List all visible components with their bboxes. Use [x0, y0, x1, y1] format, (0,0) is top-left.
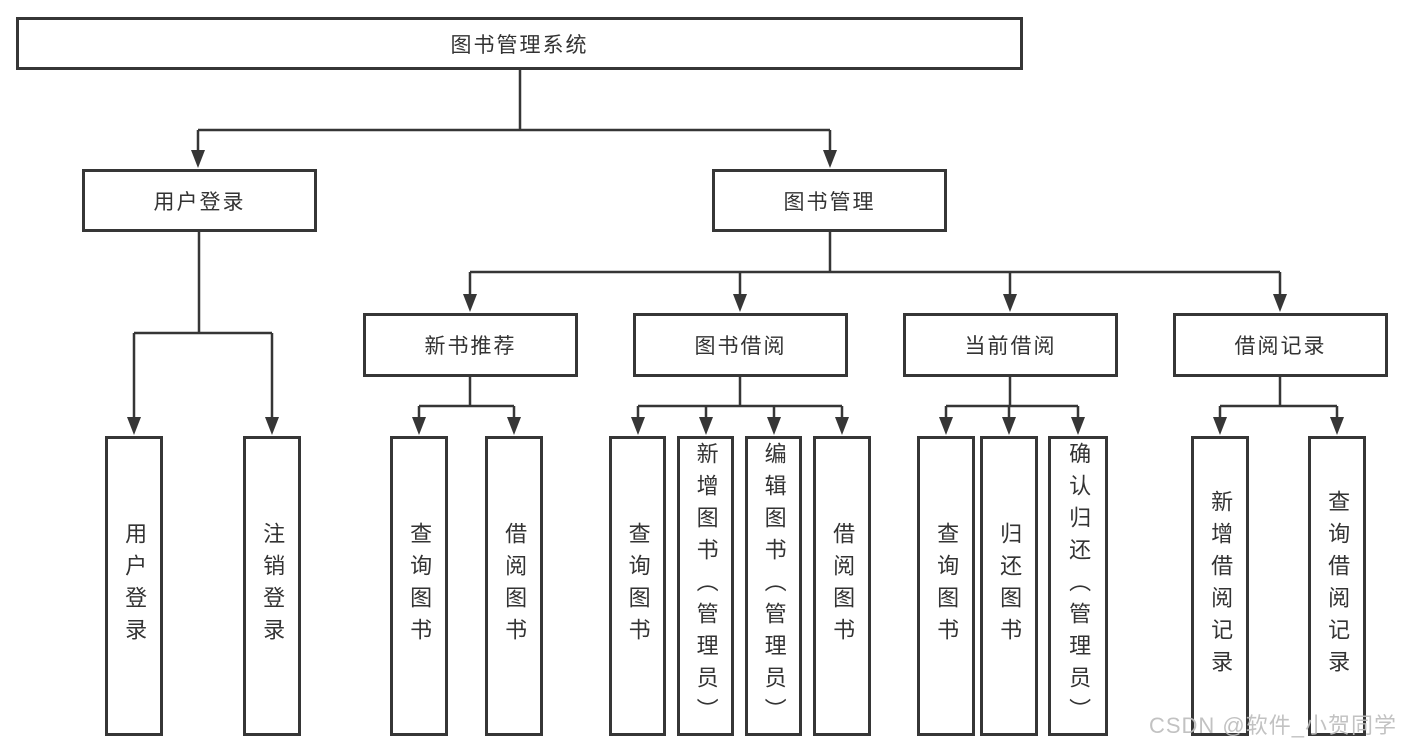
- arrow-icon: [699, 417, 713, 435]
- arrow-icon: [1003, 294, 1017, 312]
- leaf-query-borrow-record: 查询借阅记录: [1308, 436, 1366, 736]
- leaf-logout-label: 注销登录: [260, 522, 286, 650]
- arrow-icon: [1273, 294, 1287, 312]
- leaf-add-book-admin: 新增图书（管理员）: [677, 436, 734, 736]
- leaf-recommend-borrow-books: 借阅图书: [485, 436, 543, 736]
- arrow-icon: [1002, 417, 1016, 435]
- branch-user-login: 用户登录: [82, 169, 317, 232]
- connector-section-current: [944, 377, 1080, 419]
- leaf-query-borrow-record-label: 查询借阅记录: [1325, 490, 1351, 682]
- connector-section-borrow: [636, 377, 844, 419]
- leaf-recommend-query-books-label: 查询图书: [407, 522, 433, 650]
- connector-root: [196, 70, 832, 151]
- leaf-user-login: 用户登录: [105, 436, 163, 736]
- arrow-icon: [507, 417, 521, 435]
- leaf-return-book: 归还图书: [980, 436, 1038, 736]
- arrow-icon: [939, 417, 953, 435]
- arrow-icon: [412, 417, 426, 435]
- leaf-logout: 注销登录: [243, 436, 301, 736]
- section-new-book-recommend-label: 新书推荐: [424, 335, 517, 358]
- connector-management: [468, 232, 1282, 296]
- leaf-user-login-label: 用户登录: [122, 522, 148, 650]
- section-current-borrow-label: 当前借阅: [964, 335, 1057, 358]
- section-borrow-records: 借阅记录: [1173, 313, 1388, 377]
- arrow-icon: [191, 150, 205, 168]
- leaf-borrow-query-books-label: 查询图书: [625, 522, 651, 650]
- leaf-borrow-books: 借阅图书: [813, 436, 871, 736]
- arrow-icon: [127, 417, 141, 435]
- leaf-current-query-books-label: 查询图书: [934, 522, 960, 650]
- arrow-icon: [823, 150, 837, 168]
- section-current-borrow: 当前借阅: [903, 313, 1118, 377]
- leaf-borrow-query-books: 查询图书: [609, 436, 666, 736]
- section-book-borrow-label: 图书借阅: [694, 335, 787, 358]
- arrow-icon: [265, 417, 279, 435]
- leaf-current-query-books: 查询图书: [917, 436, 975, 736]
- csdn-watermark: CSDN @软件_小贺同学: [1148, 713, 1397, 738]
- connector-section-records: [1218, 377, 1339, 419]
- arrow-icon: [835, 417, 849, 435]
- leaf-borrow-books-label: 借阅图书: [830, 522, 856, 650]
- connector-login: [132, 232, 274, 419]
- leaf-edit-book-admin: 编辑图书（管理员）: [745, 436, 802, 736]
- leaf-add-book-admin-label: 新增图书（管理员）: [693, 442, 719, 730]
- node-root-label: 图书管理系统: [450, 33, 589, 57]
- leaf-add-borrow-record: 新增借阅记录: [1191, 436, 1249, 736]
- node-root: 图书管理系统: [16, 17, 1023, 70]
- branch-book-management-label: 图书管理: [783, 190, 876, 214]
- arrow-icon: [1330, 417, 1344, 435]
- leaf-edit-book-admin-label: 编辑图书（管理员）: [761, 442, 787, 730]
- section-book-borrow: 图书借阅: [633, 313, 848, 377]
- leaf-recommend-borrow-books-label: 借阅图书: [502, 522, 528, 650]
- leaf-confirm-return-admin-label: 确认归还（管理员）: [1066, 442, 1092, 730]
- arrow-icon: [1071, 417, 1085, 435]
- arrow-icon: [767, 417, 781, 435]
- connector-section-recommend: [417, 377, 516, 419]
- branch-book-management: 图书管理: [712, 169, 947, 232]
- leaf-return-book-label: 归还图书: [997, 522, 1023, 650]
- arrow-icon: [463, 294, 477, 312]
- branch-user-login-label: 用户登录: [153, 190, 246, 214]
- leaf-add-borrow-record-label: 新增借阅记录: [1208, 490, 1234, 682]
- arrow-icon: [631, 417, 645, 435]
- arrow-icon: [1213, 417, 1227, 435]
- section-new-book-recommend: 新书推荐: [363, 313, 578, 377]
- arrow-icon: [733, 294, 747, 312]
- leaf-recommend-query-books: 查询图书: [390, 436, 448, 736]
- section-borrow-records-label: 借阅记录: [1234, 335, 1327, 358]
- leaf-confirm-return-admin: 确认归还（管理员）: [1048, 436, 1108, 736]
